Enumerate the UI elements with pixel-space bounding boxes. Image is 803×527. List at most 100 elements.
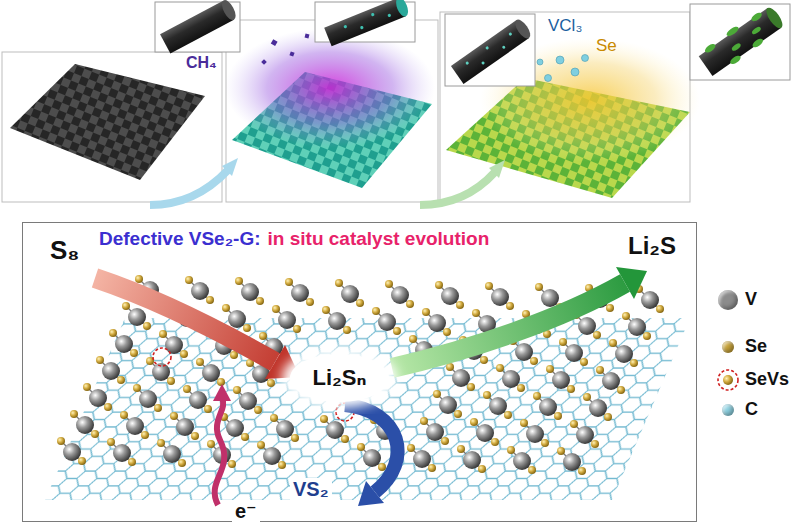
se-atom	[120, 411, 128, 419]
se-atom	[557, 447, 565, 455]
se-atom	[428, 464, 436, 472]
legend-text: SeVs	[745, 369, 789, 390]
se-atom	[343, 326, 351, 334]
se-atom	[454, 410, 462, 418]
se-atom	[128, 458, 136, 466]
v-atom	[165, 336, 183, 354]
se-atom	[143, 322, 151, 330]
se-atom	[207, 440, 215, 448]
se-atom	[278, 461, 286, 469]
v-atom	[526, 425, 544, 443]
se-atom	[191, 432, 199, 440]
se-atom	[506, 302, 514, 310]
title-text: Defective VSe₂-G:	[99, 228, 261, 249]
v-atom	[189, 391, 207, 409]
se-atom	[617, 386, 625, 394]
se-atom	[643, 332, 651, 340]
v-atom	[452, 369, 470, 387]
se-atom	[272, 305, 280, 313]
se-atom	[170, 412, 178, 420]
se-atom	[235, 277, 243, 285]
v-atom	[541, 289, 559, 307]
se-atom	[409, 335, 417, 343]
v-atom	[628, 318, 646, 336]
reagent-label: Se	[596, 36, 617, 56]
se-atom	[107, 438, 115, 446]
se-atom	[270, 414, 278, 422]
se-atom	[591, 440, 599, 448]
se-atom	[630, 359, 638, 367]
se-atom	[357, 443, 365, 451]
se-atom	[443, 328, 451, 336]
v-atom	[426, 423, 444, 441]
v-atom	[489, 397, 507, 415]
se-atom	[541, 439, 549, 447]
se-atom	[456, 301, 464, 309]
se-atom	[257, 441, 265, 449]
se-atom	[206, 296, 214, 304]
v-atom	[63, 443, 81, 461]
se-atom	[320, 415, 328, 423]
se-atom	[167, 377, 175, 385]
reagent-label: CH₄	[186, 54, 217, 72]
se-atom	[104, 403, 112, 411]
se-atom	[259, 332, 267, 340]
v-atom	[128, 308, 146, 326]
v-atom	[241, 283, 259, 301]
v-atom	[326, 421, 344, 439]
se-atom	[291, 434, 299, 442]
se-atom	[254, 406, 262, 414]
v-atom	[191, 282, 209, 300]
figure-panel: Defective VSe₂-G: in situ catalyst evolut…	[22, 222, 697, 522]
ellipse-fill	[290, 354, 389, 402]
v-atom	[363, 449, 381, 467]
se-atom	[341, 435, 349, 443]
se-atom	[243, 324, 251, 332]
se-atom	[420, 417, 428, 425]
v-atom	[491, 288, 509, 306]
title-text: in situ catalyst evolution	[268, 228, 490, 249]
v-atom	[89, 389, 107, 407]
se-atom	[204, 405, 212, 413]
se-atom	[109, 329, 117, 337]
se-atom	[135, 275, 143, 283]
se-atom	[406, 300, 414, 308]
se-atom	[491, 438, 499, 446]
se-atom	[507, 446, 515, 454]
v-atom	[278, 311, 296, 329]
v-atom	[476, 424, 494, 442]
se-atom	[372, 307, 380, 315]
se-atom	[222, 304, 230, 312]
se-atom	[407, 444, 415, 452]
se-atom	[185, 276, 193, 284]
se-atom	[393, 327, 401, 335]
v-atom	[263, 447, 281, 465]
se-atom	[133, 384, 141, 392]
v-atom	[513, 452, 531, 470]
v-atom	[76, 416, 94, 434]
se-atom	[535, 283, 543, 291]
se-atom	[604, 413, 612, 421]
v-atom	[291, 284, 309, 302]
v-atom	[463, 451, 481, 469]
v-atom	[113, 444, 131, 462]
se-atom	[478, 465, 486, 473]
se-atom	[91, 430, 99, 438]
v-atom	[576, 426, 594, 444]
v-atom	[391, 286, 409, 304]
se-atom	[422, 308, 430, 316]
v-atom	[563, 453, 581, 471]
v-atom	[502, 370, 520, 388]
v-atom	[589, 399, 607, 417]
se-atom	[596, 366, 604, 374]
se-atom	[196, 358, 204, 366]
se-atom	[622, 312, 630, 320]
v-atom	[615, 345, 633, 363]
legend-swatch	[718, 290, 738, 310]
v-atom	[202, 364, 220, 382]
legend-swatch	[722, 404, 734, 416]
se-atom	[567, 385, 575, 393]
v-atom	[239, 392, 257, 410]
